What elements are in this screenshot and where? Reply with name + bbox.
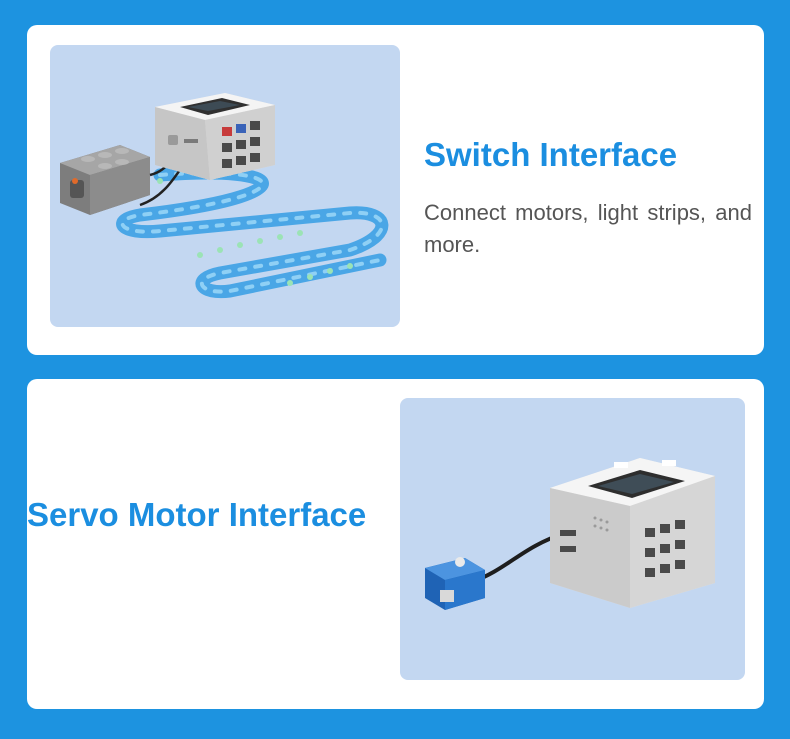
feature-card-switch-interface: Switch Interface Connect motors, light s…	[27, 25, 764, 355]
feature-title: Switch Interface	[424, 136, 678, 173]
feature-title: Servo Motor Interface	[27, 496, 367, 533]
controller-with-motor-and-light-strip-image	[50, 45, 400, 327]
feature-description: Connect motors, light strips, and more.	[424, 200, 752, 257]
controller-with-servo-motor-image	[400, 398, 745, 680]
feature-card-servo-motor-interface: Servo Motor Interface	[27, 379, 764, 709]
